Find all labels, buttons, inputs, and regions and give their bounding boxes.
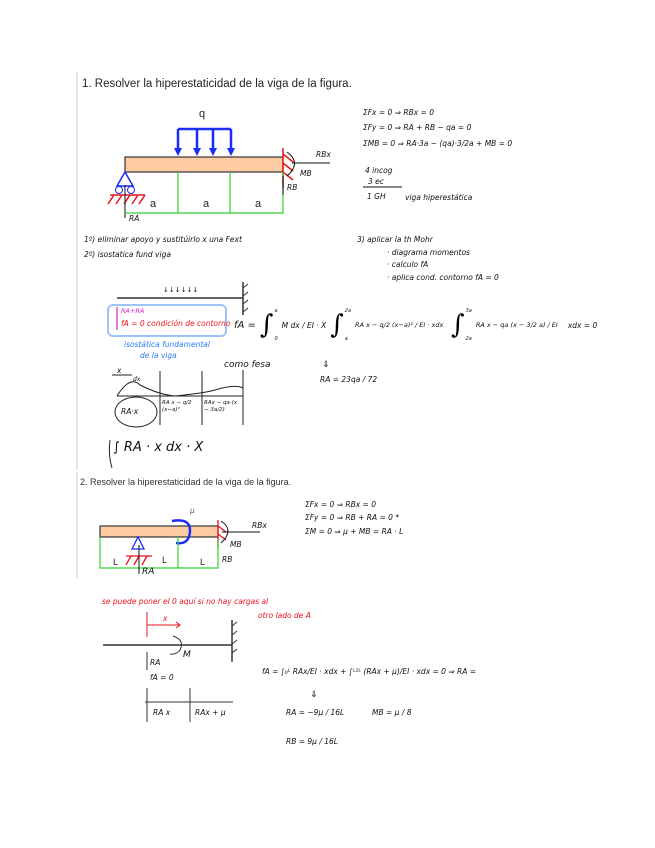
caption: isostática fundamental (124, 340, 210, 349)
moment-diagram-1 (108, 370, 244, 469)
limit: a (344, 336, 348, 342)
integral-3: ∫ 3a 2a (451, 308, 472, 342)
step-1: 1º) eliminar apoyo y sustitúirlo x una F… (84, 235, 242, 244)
deflection-formula: fA = ∫ a 0 M dx / EI · X ∫ 2a a RA x − q/2… (234, 308, 597, 342)
x-label: x (163, 614, 168, 623)
boundary-condition: fA = 0 condición de contorno (121, 319, 231, 328)
limit: 3a (465, 308, 472, 314)
integral-sign: ∫ (330, 310, 344, 340)
integral-sign: ∫ (259, 310, 274, 340)
span-label: L (113, 557, 119, 567)
rb-result: RB = 9μ / 16L (286, 737, 338, 746)
rb-label: RB (287, 183, 298, 192)
mb-label: MB (300, 169, 312, 178)
beam (124, 156, 284, 173)
down-arrow: ⇓ (310, 690, 318, 700)
unknowns-count: 4 incog (365, 166, 393, 175)
rbx-label: RBx (252, 521, 267, 530)
equation: ΣM = 0 ⇒ μ + MB = RA · L (305, 527, 404, 536)
pin-support (130, 535, 146, 550)
x-label: x (117, 366, 122, 375)
moment-segment-3: RAx − qa·(x − 3a/2) (204, 400, 237, 413)
problem-1-title: 1. Resolver la hiperestaticidad de la vi… (82, 78, 352, 90)
span-label: a (255, 198, 262, 210)
mb-moment-arrow (286, 151, 295, 177)
formula-term-1: M dx / EI · X (281, 320, 327, 330)
ra-label: RA (150, 658, 161, 667)
mb-label: MB (230, 540, 242, 549)
integral-1: ∫ a 0 (260, 308, 278, 342)
step-3-bullet: · calculo fA (387, 260, 429, 269)
equation: ΣFx = 0 ⇒ RBx = 0 (305, 500, 376, 509)
classification: viga hiperestática (405, 193, 473, 202)
moment-label: M (183, 650, 191, 660)
formula-lhs: fA = (234, 319, 256, 331)
ra-result: RA = 23qa / 72 (320, 375, 378, 384)
problem-2-title: 2. Resolver la hiperestaticidad de la vi… (80, 477, 292, 487)
span-label: L (200, 557, 206, 567)
red-note: se puede poner el 0 aquí si no hay carga… (102, 597, 269, 606)
step-3-bullet: · diagrama momentos (387, 248, 470, 257)
sketch-2 (103, 612, 238, 722)
equation: ΣFx = 0 ⇒ RBx = 0 (363, 108, 434, 117)
rb-label: RB (222, 555, 233, 564)
ground-hatch (107, 148, 294, 205)
fa-condition: fA = 0 (150, 673, 174, 682)
equation: ΣFy = 0 ⇒ RA + RB − qa = 0 (363, 123, 472, 132)
ra-label: RA (129, 214, 140, 223)
gh-count: 1 GH (367, 192, 386, 201)
equation: ΣFy = 0 ⇒ RB + RA = 0 * (305, 513, 400, 522)
beam-figure-1 (107, 127, 330, 218)
step-2: 2º) isostatica fund viga (84, 250, 171, 259)
span-label: L (162, 555, 168, 565)
moment-segment-2: RAx + μ (195, 708, 226, 717)
step-3-bullet: · aplica cond. contorno fA = 0 (387, 273, 499, 282)
pin-support (115, 170, 135, 187)
formula-term-3: RA x − qa (x − 3/2 a) / EI (475, 320, 558, 329)
moment-label-mu: μ (190, 506, 195, 515)
applied-moment-arrow (171, 519, 192, 545)
moment-segment-2: RA x − q/2 (x−a)² (162, 400, 192, 413)
force-label: RA+RA (121, 307, 145, 315)
limit: a (274, 308, 278, 314)
span-label: a (203, 198, 210, 210)
limit: 2a (344, 308, 352, 314)
integral-sign: ∫ (451, 310, 465, 340)
dimension-lines (99, 537, 219, 569)
span-label: a (150, 198, 157, 210)
ra-result: RA = −9μ / 16L (286, 708, 345, 717)
down-arrow: ⇓ (322, 360, 330, 370)
formula: fA = ∫₀ᴸ RAx/EI · xdx + ∫ᴸ²ᴸ (RAx + μ)/E… (262, 667, 477, 676)
beam (99, 525, 219, 538)
moment-segment-1: RA x (153, 708, 171, 717)
limit: 0 (274, 336, 278, 342)
beam-figure-2 (99, 519, 260, 574)
como-note: como fesa (224, 360, 271, 370)
formula-term-2: RA x − q/2 (x−a)² / EI · xdx (355, 320, 444, 329)
highlight-box (107, 304, 227, 337)
limit: 2a (465, 336, 472, 342)
moment-segment-1: RA·x (121, 407, 139, 416)
dx-label: dx (133, 376, 141, 383)
red-note: otro lado de A (258, 611, 311, 620)
integral-note: ∫ RA · x dx · X (113, 440, 204, 455)
equations-count: 3 ec (368, 177, 384, 186)
ra-label: RA (142, 567, 155, 577)
caption: de la viga (140, 351, 177, 360)
equation: ΣMB = 0 ⇒ RA·3a − (qa)·3/2a + MB = 0 (363, 139, 513, 148)
step-3-title: 3) aplicar la th Mohr (357, 235, 433, 244)
rbx-label: RBx (316, 150, 331, 159)
mb-result: MB = μ / 8 (372, 708, 412, 717)
integral-2: ∫ 2a a (330, 308, 351, 342)
formula-end: xdx = 0 (567, 320, 598, 330)
load-label-q: q (199, 108, 206, 120)
isostatic-sketch-1 (117, 282, 249, 315)
sketch-load: ↓↓↓↓↓↓ (163, 286, 199, 294)
distributed-load-arrows (174, 127, 235, 156)
